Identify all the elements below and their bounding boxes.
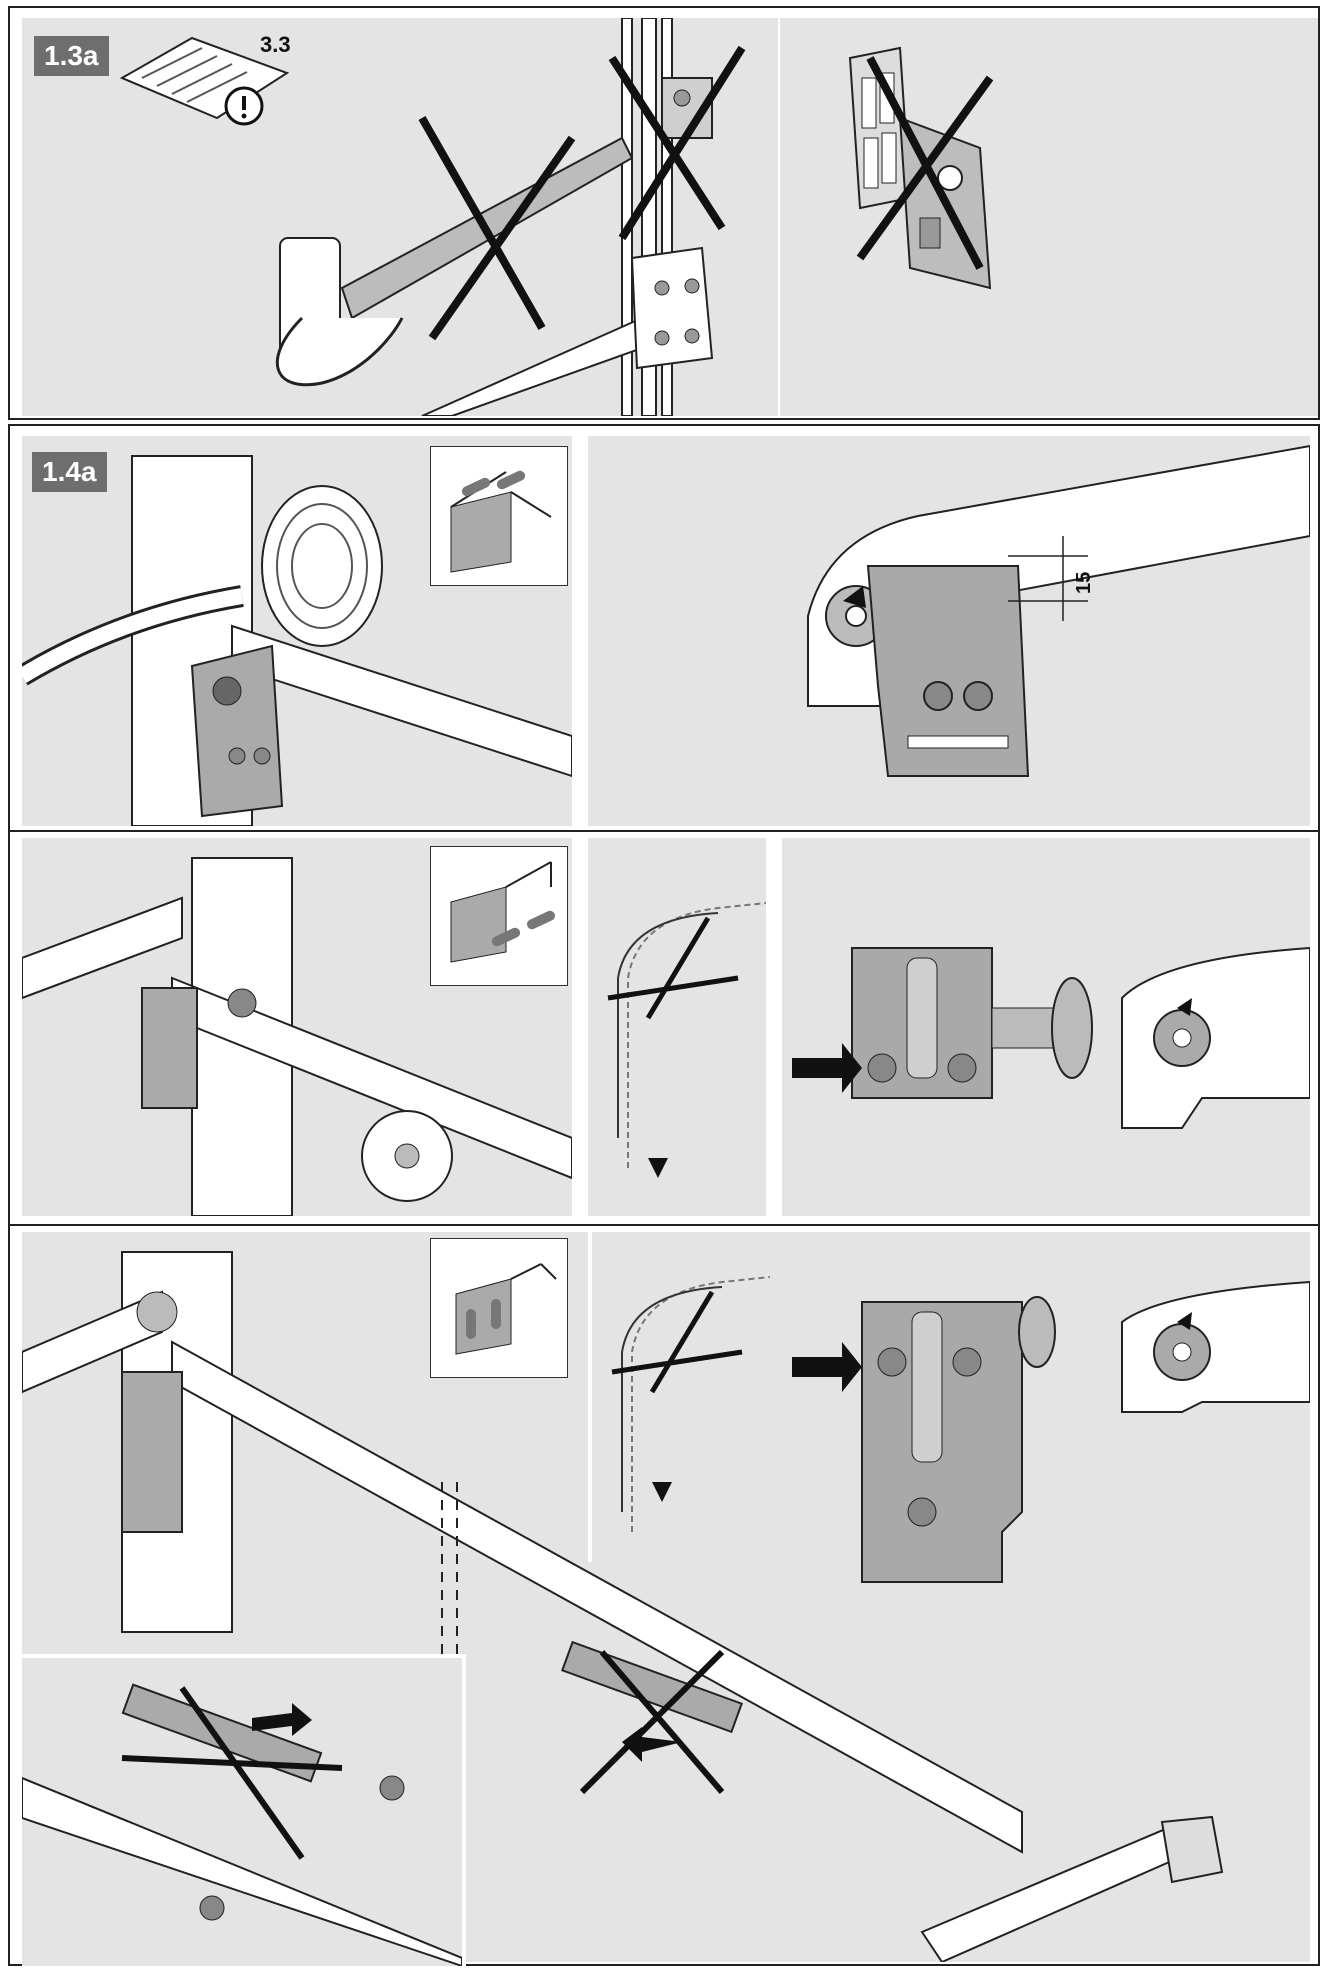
row1-track-perspective-panel: 1.4a xyxy=(22,436,572,826)
step-label: 1.4a xyxy=(32,452,107,492)
incorrect-curve-diagram xyxy=(607,902,766,1178)
roller-adjustment-diagram xyxy=(792,946,1310,1129)
incorrect-curve-diagram xyxy=(611,1276,770,1532)
row-divider xyxy=(10,1224,1318,1226)
track-type-icon-svg xyxy=(450,861,556,963)
step-1-3a-detail-panel xyxy=(780,18,1318,416)
step-label: 1.3a xyxy=(34,36,109,76)
track-type-icon-svg xyxy=(450,470,552,573)
track-type-icon-svg xyxy=(455,1263,557,1355)
track-type-icon xyxy=(430,1238,568,1378)
row-divider xyxy=(10,830,1318,832)
row1-bracket-detail-panel: 15 xyxy=(588,436,1310,826)
row3-wrong-curve-panel xyxy=(588,1232,770,1562)
roller-adjustment-diagram xyxy=(792,1280,1310,1583)
track-type-icon xyxy=(430,446,568,586)
row2-roller-detail-panel xyxy=(782,838,1310,1216)
row2-wrong-curve-panel xyxy=(588,838,766,1216)
row4-stop-detail-panel xyxy=(22,1654,466,1966)
manual-reference: 3.3 xyxy=(260,32,291,57)
row3-roller-detail-panel xyxy=(782,1232,1310,1652)
dimension-label: 15 xyxy=(1073,571,1095,594)
horizontal-track-illustration xyxy=(22,857,572,1216)
step-1-3a-frame: 1.3a 3.3 xyxy=(8,6,1320,420)
row2-track-perspective-panel xyxy=(22,838,572,1216)
bracket-measurement-diagram xyxy=(807,444,1310,777)
step-1-3a-main-panel: 1.3a 3.3 xyxy=(22,18,778,416)
spring-track-illustration xyxy=(22,455,572,826)
long-track-illustration xyxy=(22,1251,1224,1962)
operation-bracket-illustration xyxy=(119,18,746,416)
track-type-icon xyxy=(430,846,568,986)
incorrect-stop-diagram xyxy=(22,1683,462,1966)
lock-plate-detail xyxy=(848,46,994,290)
step-1-4a-frame: 1.4a 15 xyxy=(8,424,1320,1966)
